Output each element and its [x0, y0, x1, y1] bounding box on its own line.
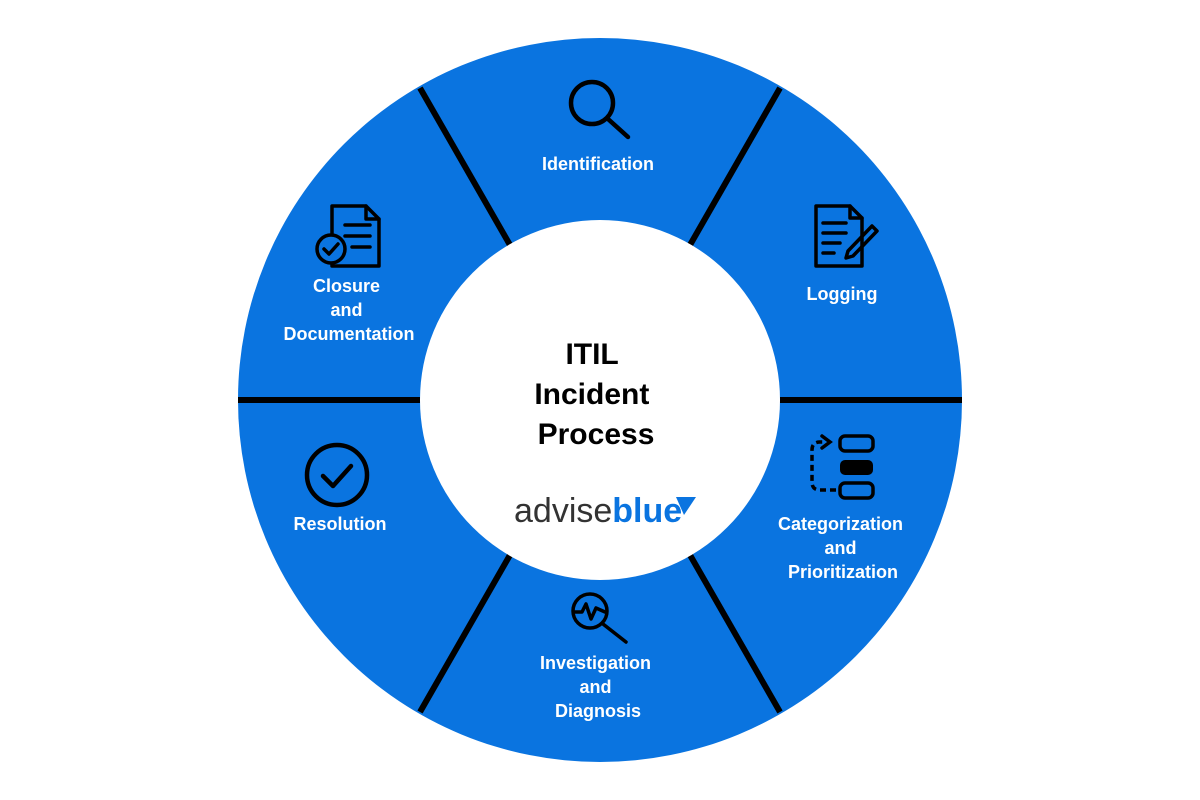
adviseblue-logo: adviseblue	[514, 492, 696, 530]
check-circle-icon	[304, 442, 370, 508]
pulse-magnifier-icon	[571, 592, 628, 644]
divider-top-left	[417, 86, 513, 247]
logo-text-advise: advise	[514, 492, 612, 530]
segment-label-categorization: Categorization and Prioritization	[778, 514, 908, 582]
segment-label-resolution: Resolution	[294, 514, 387, 534]
divider-bottom-left	[417, 553, 513, 714]
document-check-icon	[315, 204, 381, 268]
logo-triangle-icon	[676, 497, 696, 515]
segment-label-investigation: Investigation and Diagnosis	[540, 653, 656, 721]
segment-label-identification: Identification	[542, 154, 654, 174]
center-circle	[420, 220, 780, 580]
magnifier-icon	[568, 79, 631, 140]
document-pen-icon	[814, 204, 879, 268]
segment-label-logging: Logging	[807, 284, 878, 304]
logo-text-blue: blue	[612, 492, 682, 530]
divider-bottom-right	[687, 553, 783, 714]
segment-label-closure: Closure and Documentation	[283, 276, 414, 344]
center-title-line-3: Process	[538, 418, 655, 451]
center-title-line-1: ITIL	[565, 338, 618, 371]
divider-top-right	[687, 86, 783, 247]
svg-text:adviseblue: adviseblue	[514, 492, 682, 530]
segment-dividers	[238, 86, 962, 714]
center-title-line-2: Incident	[534, 378, 649, 411]
center-title: ITIL Incident Process	[534, 338, 657, 451]
flow-blocks-icon	[810, 434, 875, 500]
